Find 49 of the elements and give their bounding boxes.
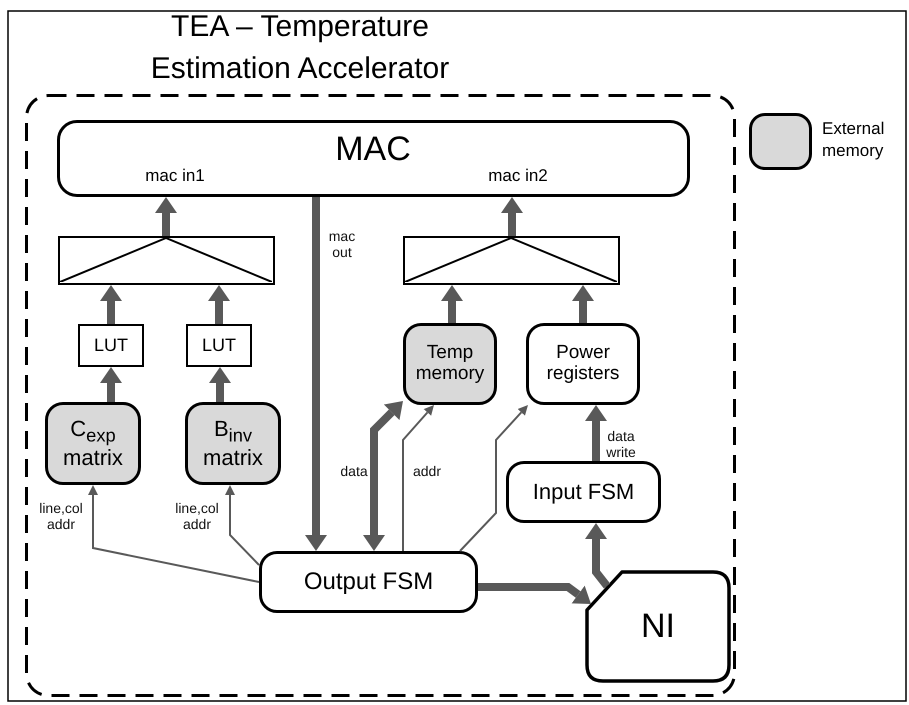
process-box (259, 551, 478, 613)
arrow (88, 485, 260, 583)
arrow (100, 285, 122, 324)
arrow (363, 401, 403, 551)
arrow (441, 285, 463, 323)
edge-label: data write (605, 428, 637, 460)
box-label: C$_{exp}$ matrix (62, 417, 124, 470)
box-label: Output FSM (304, 568, 434, 596)
edge-label: mac out (328, 228, 356, 260)
memory-box (45, 402, 141, 485)
lut-box (186, 324, 252, 367)
lut-box (78, 324, 144, 367)
box-label: Temp memory (414, 343, 486, 385)
arrow (585, 523, 610, 588)
arrow (155, 197, 177, 236)
network-interface-shape (585, 570, 731, 683)
legend-label: External memory (822, 118, 886, 162)
box-label: LUT (94, 336, 128, 356)
arrow (402, 405, 434, 551)
arrow (585, 405, 607, 461)
diagram-heading: TEA – Temperature Estimation Accelerator (150, 9, 450, 87)
arrow (209, 367, 231, 402)
edge-label: line,col addr (38, 500, 84, 532)
edge-label: line,col addr (174, 500, 220, 532)
edge-label: addr (412, 463, 442, 480)
arrow (305, 197, 327, 551)
mac-unit-box (57, 120, 690, 197)
arrow (100, 367, 122, 402)
multiplexer-symbol (403, 236, 620, 285)
process-box (506, 461, 661, 523)
port-label: mac in1 (144, 167, 206, 186)
multiplexer-symbol (58, 236, 275, 285)
memory-box (403, 323, 497, 405)
process-box (526, 323, 640, 405)
port-label: mac in2 (487, 167, 549, 186)
edge-label: data (339, 463, 369, 480)
arrow (208, 285, 230, 324)
box-label: LUT (202, 336, 236, 356)
arrow (478, 583, 591, 604)
arrow (501, 197, 523, 236)
arrow (225, 485, 260, 566)
box-label: MAC (334, 131, 412, 168)
box-label: B$_{inv}$ matrix (202, 417, 264, 470)
arrow (572, 285, 594, 323)
box-label: Input FSM (532, 480, 634, 504)
box-label: NI (641, 608, 675, 646)
memory-box (185, 402, 281, 485)
arrow (459, 405, 528, 552)
box-label: Power registers (546, 343, 620, 385)
